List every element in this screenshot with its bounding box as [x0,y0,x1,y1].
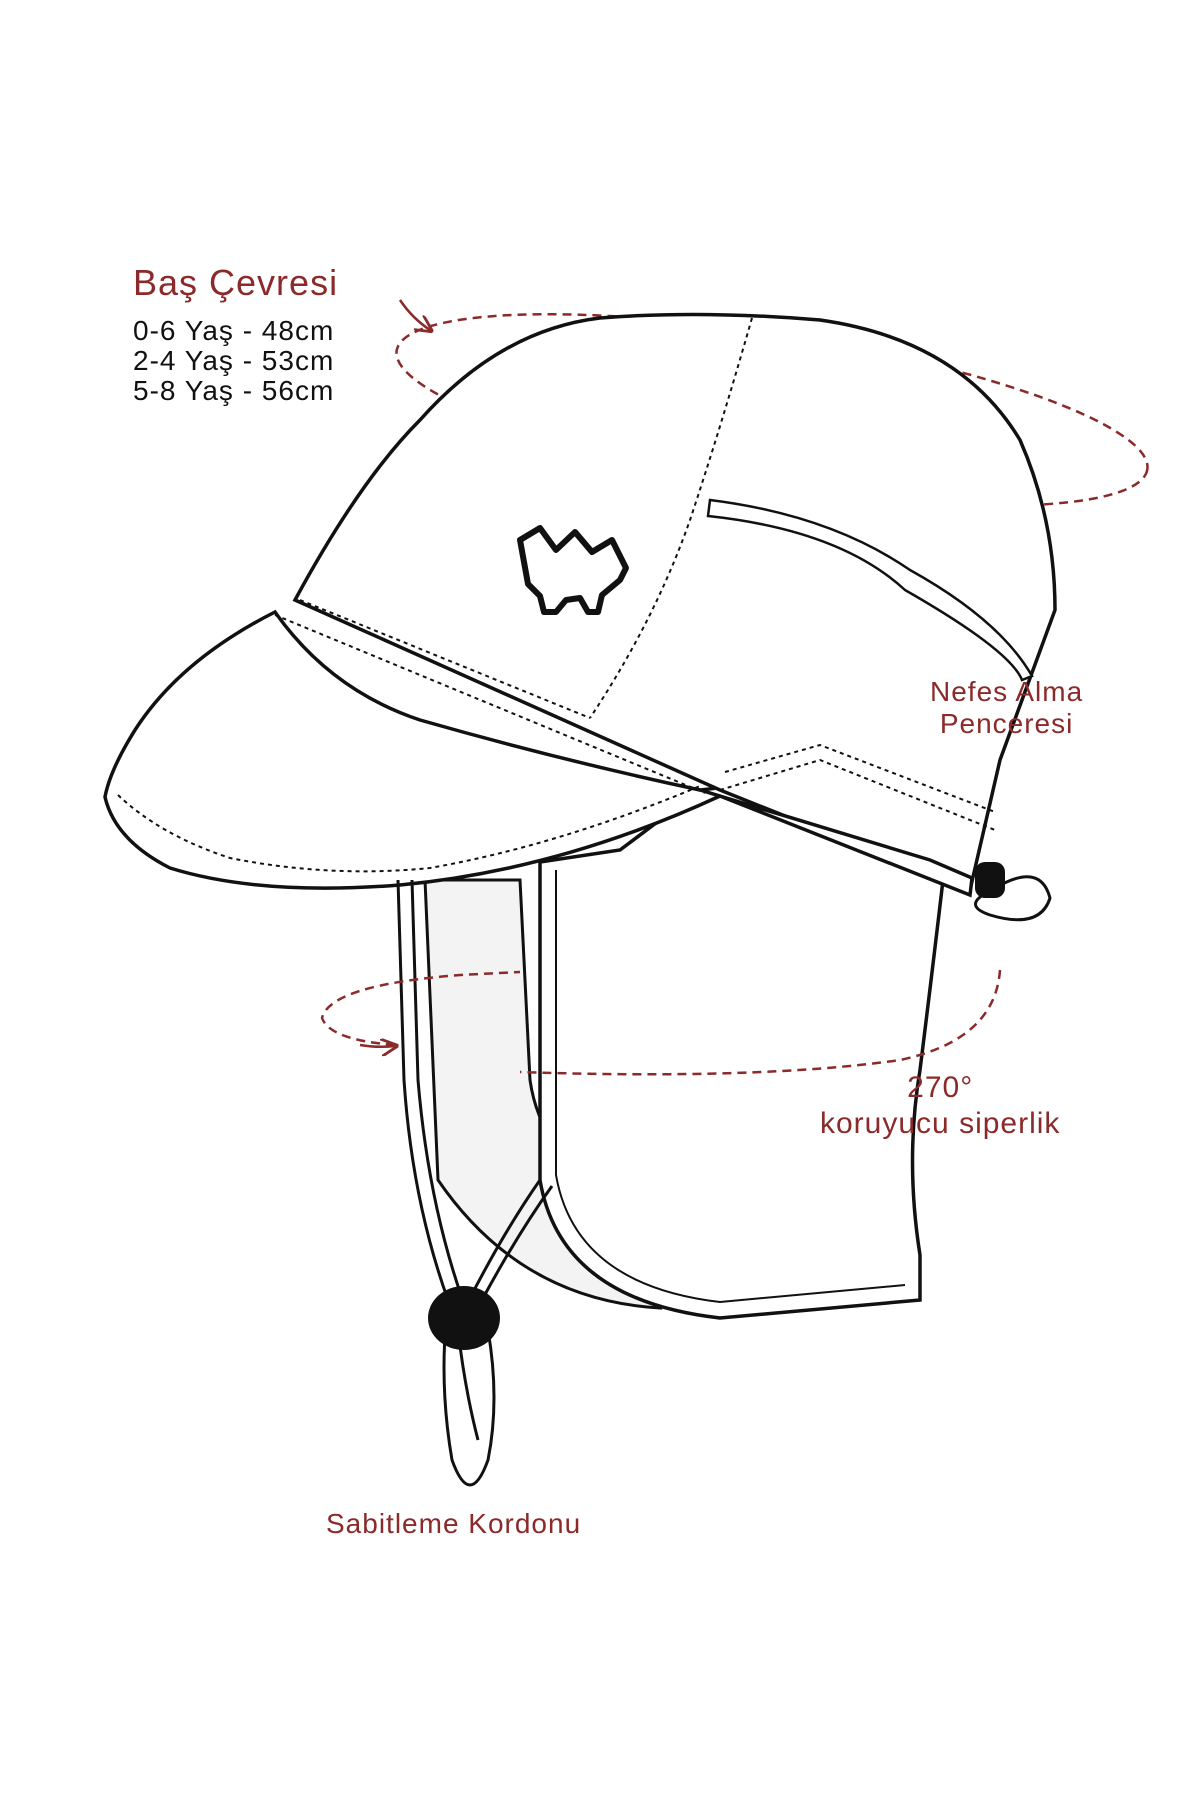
head-circumference-title: Baş Çevresi [133,262,339,303]
brand-logo [517,525,629,615]
cap-visor [103,609,974,898]
cap-crown [292,312,1057,893]
visor-label-line2: koruyucu siperlik [820,1107,1061,1140]
visor-label: 270° koruyucu siperlik [820,1070,1060,1142]
cord-label: Sabitleme Kordonu [326,1508,582,1539]
head-ring [395,312,1149,508]
size-item: 5-8 Yaş - 56cm [133,375,335,406]
vent-label: Nefes Alma Penceresi [930,676,1083,740]
visor-ring [320,969,1002,1076]
vent-window [706,498,1034,682]
cord-stopper [428,1286,500,1350]
head-ring-arrow [398,299,430,330]
back-toggle [974,862,1052,922]
chin-cord [396,879,554,1487]
vent-label-line1: Nefes Alma [930,676,1084,707]
visor-label-line1: 270° [907,1071,974,1104]
size-item: 2-4 Yaş - 53cm [133,345,335,376]
neck-flap-front [538,757,963,1320]
size-item: 0-6 Yaş - 48cm [133,315,335,346]
vent-label-line2: Penceresi [939,708,1074,739]
size-list: 0-6 Yaş - 48cm 2-4 Yaş - 53cm 5-8 Yaş - … [133,316,334,406]
